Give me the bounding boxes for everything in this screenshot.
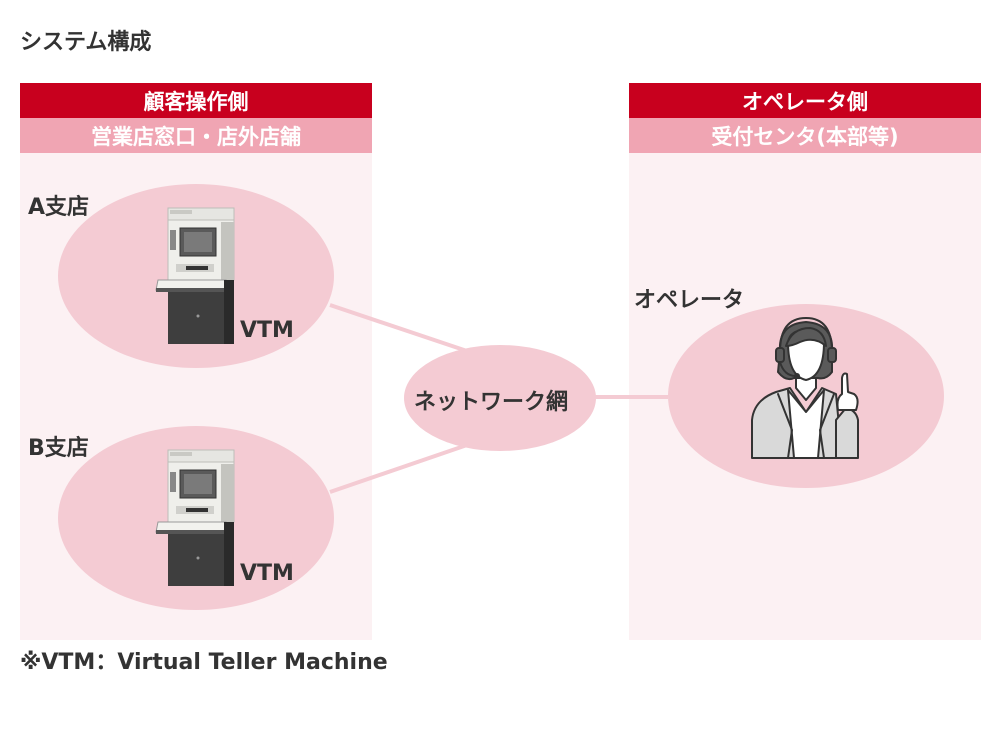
- vtm-machine-icon: [155, 449, 235, 586]
- connector-b-network: [329, 442, 471, 494]
- branch-a-label: A支店: [28, 195, 90, 220]
- operator-side-subheader: 受付センタ(本部等): [629, 118, 981, 153]
- branch-b-vtm-label: VTM: [240, 561, 294, 586]
- branch-b-label: B支店: [28, 436, 89, 461]
- vtm-machine-icon: [155, 207, 235, 344]
- page-title: システム構成: [20, 30, 152, 55]
- customer-side-header: 顧客操作側: [20, 83, 372, 118]
- operator-label: オペレータ: [634, 288, 745, 313]
- network-label: ネットワーク網: [414, 390, 569, 415]
- footnote: ※VTM：Virtual Teller Machine: [20, 650, 388, 675]
- branch-a-vtm-label: VTM: [240, 318, 294, 343]
- operator-headset-icon: [751, 317, 859, 459]
- operator-side-header: オペレータ側: [629, 83, 981, 118]
- connector-a-network: [329, 303, 471, 354]
- customer-side-subheader: 営業店窓口・店外店舗: [20, 118, 372, 153]
- network-ellipse: [404, 345, 596, 451]
